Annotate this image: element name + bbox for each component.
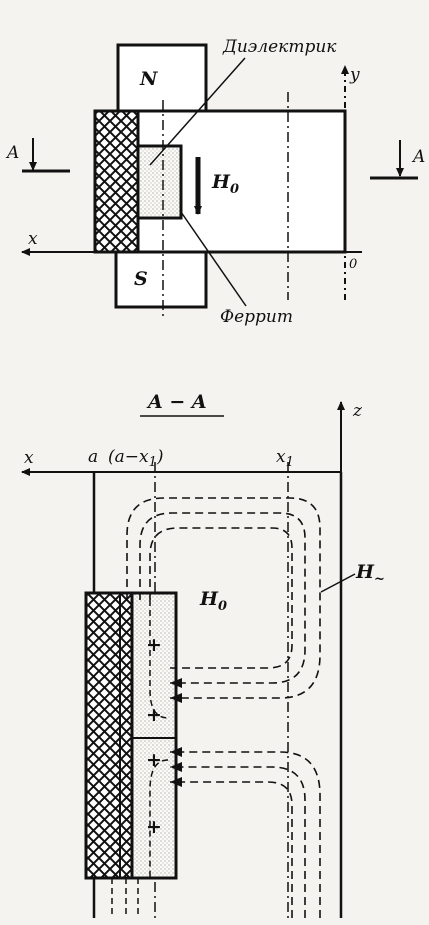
field-arrowhead-2	[170, 678, 182, 688]
magnet-pole-n	[116, 43, 208, 113]
h0-label-section: H0	[199, 588, 227, 614]
section-label-left: A	[5, 143, 19, 163]
ferrite-leader	[180, 211, 247, 307]
plus-sign-3: +	[146, 749, 162, 771]
h-alt-label: H~	[355, 561, 385, 587]
h-field-loop-upper-inner	[149, 527, 293, 669]
magnet-pole-s	[114, 250, 208, 309]
h-field-loop-upper-mid	[139, 512, 306, 684]
field-arrowhead-5	[170, 777, 182, 787]
dielectric-leader	[149, 57, 246, 166]
h-field-loop-lower-mid	[170, 766, 306, 918]
ferrite-label: Феррит	[220, 307, 293, 327]
field-arrowhead-4	[170, 762, 182, 772]
ferrite-slab-top	[136, 144, 183, 220]
h0-label-top: H0	[211, 171, 239, 197]
field-arrowhead-1	[170, 693, 182, 703]
h-field-loop-lower-inner	[170, 781, 293, 918]
pole-n-label: N	[139, 68, 158, 90]
ferrite-slab-section	[130, 591, 178, 880]
section-view: A − A z x a (a−x1) x1	[21, 391, 385, 918]
h-field-loop-upper-outer	[126, 497, 321, 699]
tick-x1: x1	[276, 447, 294, 470]
ferrite-contour-lower	[149, 759, 169, 878]
h-field-loop-lower-outer	[170, 751, 321, 918]
section-title: A − A	[146, 391, 207, 413]
dielectric-label: Диэлектрик	[222, 37, 337, 57]
pole-s-label: S	[134, 268, 148, 290]
plus-sign-2: +	[146, 704, 162, 726]
tick-a: a	[88, 447, 98, 467]
z-axis-label: z	[352, 401, 363, 421]
field-arrowhead-3	[170, 747, 182, 757]
plus-sign-1: +	[146, 634, 162, 656]
x-axis-label-top: x	[28, 229, 38, 249]
tick-a-minus-x1: (a−x1)	[108, 447, 164, 470]
ferrite-contour-upper	[149, 600, 169, 719]
dielectric-slab-section	[84, 591, 134, 880]
h-alt-leader	[320, 573, 356, 593]
top-view: N S x y 0 H0 Диэлектрик Феррит A	[5, 37, 425, 327]
section-label-right: A	[411, 147, 425, 167]
plus-sign-4: +	[146, 816, 162, 838]
dielectric-slab-top	[93, 109, 140, 254]
x-axis-label-bottom: x	[24, 448, 34, 468]
origin-label: 0	[349, 257, 357, 272]
y-axis-label-top: y	[349, 65, 360, 85]
